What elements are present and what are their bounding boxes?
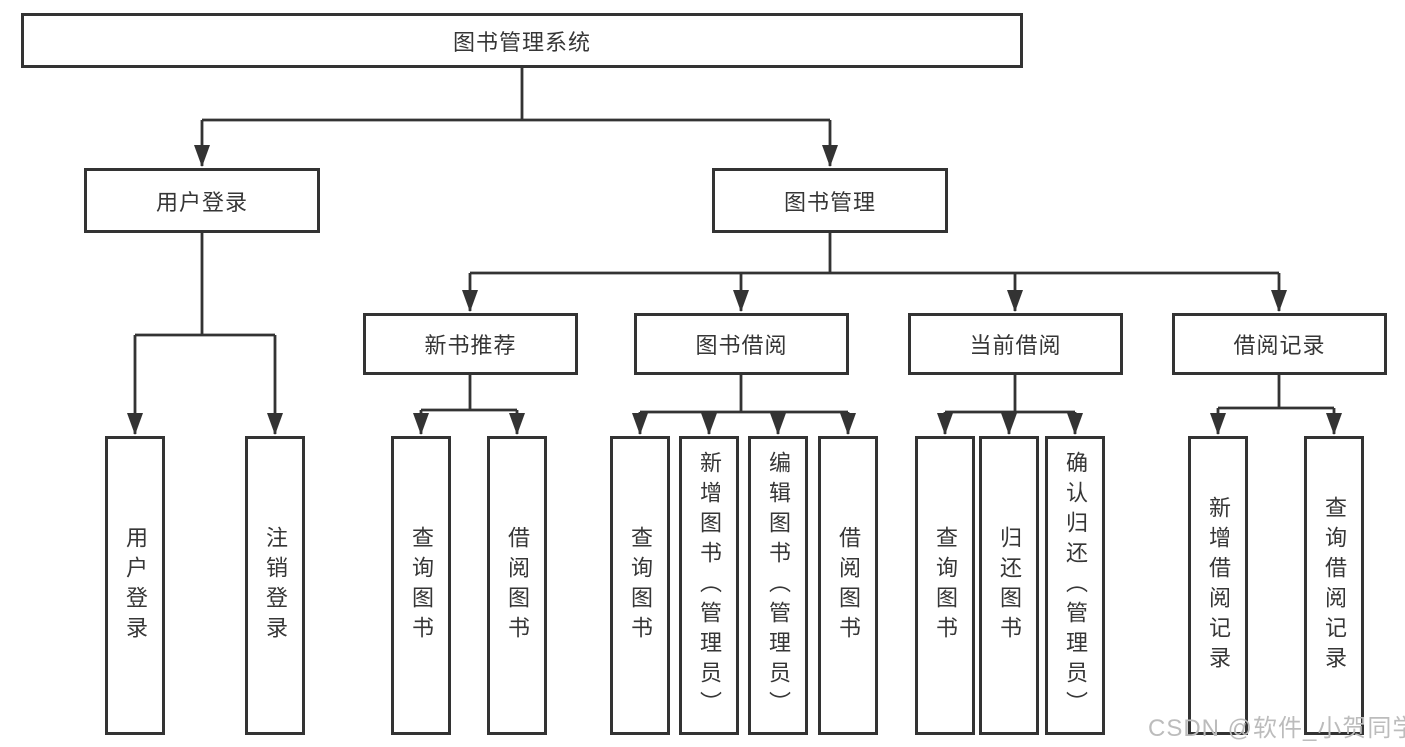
- node-leaf-borrow-books: 借阅图书: [818, 436, 878, 735]
- node-leaf-borrow-books-recommend: 借阅图书: [487, 436, 547, 735]
- node-leaf-query-books-borrow: 查询图书: [610, 436, 670, 735]
- node-leaf-return-book: 归还图书: [979, 436, 1039, 735]
- node-leaf-add-borrow-record: 新增借阅记录: [1188, 436, 1248, 735]
- node-leaf-query-books-current: 查询图书: [915, 436, 975, 735]
- node-root: 图书管理系统: [21, 13, 1023, 68]
- node-book-management: 图书管理: [712, 168, 948, 233]
- node-current-borrowing: 当前借阅: [908, 313, 1123, 375]
- node-new-book-recommend: 新书推荐: [363, 313, 578, 375]
- node-book-borrowing: 图书借阅: [634, 313, 849, 375]
- node-leaf-query-borrow-record: 查询借阅记录: [1304, 436, 1364, 735]
- node-leaf-add-book-admin: 新增图书（管理员）: [679, 436, 739, 735]
- node-leaf-query-books-recommend: 查询图书: [391, 436, 451, 735]
- node-leaf-logout: 注销登录: [245, 436, 305, 735]
- node-leaf-edit-book-admin: 编辑图书（管理员）: [748, 436, 808, 735]
- node-user-login: 用户登录: [84, 168, 320, 233]
- node-leaf-user-login: 用户登录: [105, 436, 165, 735]
- node-leaf-confirm-return-admin: 确认归还（管理员）: [1045, 436, 1105, 735]
- node-borrowing-records: 借阅记录: [1172, 313, 1387, 375]
- csdn-watermark: CSDN @软件_小贺同学: [1148, 715, 1405, 742]
